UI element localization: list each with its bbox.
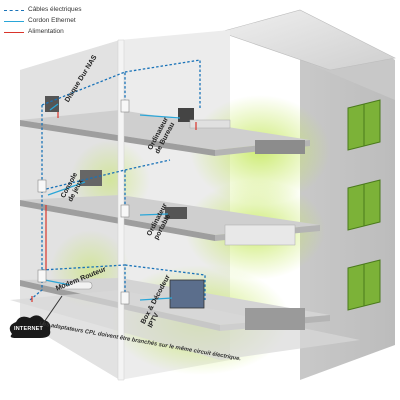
legend-swatch: [4, 21, 24, 22]
internet-label: INTERNET: [14, 326, 44, 332]
legend-label: Alimentation: [28, 28, 64, 35]
legend-swatch: [4, 10, 24, 11]
legend-swatch: [4, 32, 24, 33]
legend-item-power: Alimentation: [4, 27, 134, 38]
internet-link-line: [39, 295, 63, 329]
roof: [218, 9, 396, 71]
legend-label: Cordon Ethernet: [28, 17, 76, 24]
legend: Câbles électriques Cordon Ethernet Alime…: [4, 5, 134, 38]
ethernet-cord-lines: [44, 103, 181, 301]
legend-label: Câbles électriques: [28, 6, 82, 13]
legend-item-ethernet: Cordon Ethernet: [4, 16, 134, 27]
power-cable-lines: [31, 112, 197, 302]
furniture: [45, 96, 305, 330]
electrical-cable-network: [29, 59, 206, 301]
side-windows: [347, 99, 381, 311]
internet-cloud-icon: [9, 315, 51, 338]
cpl-adapters: [37, 99, 130, 305]
legend-item-electric: Câbles électriques: [4, 5, 134, 16]
